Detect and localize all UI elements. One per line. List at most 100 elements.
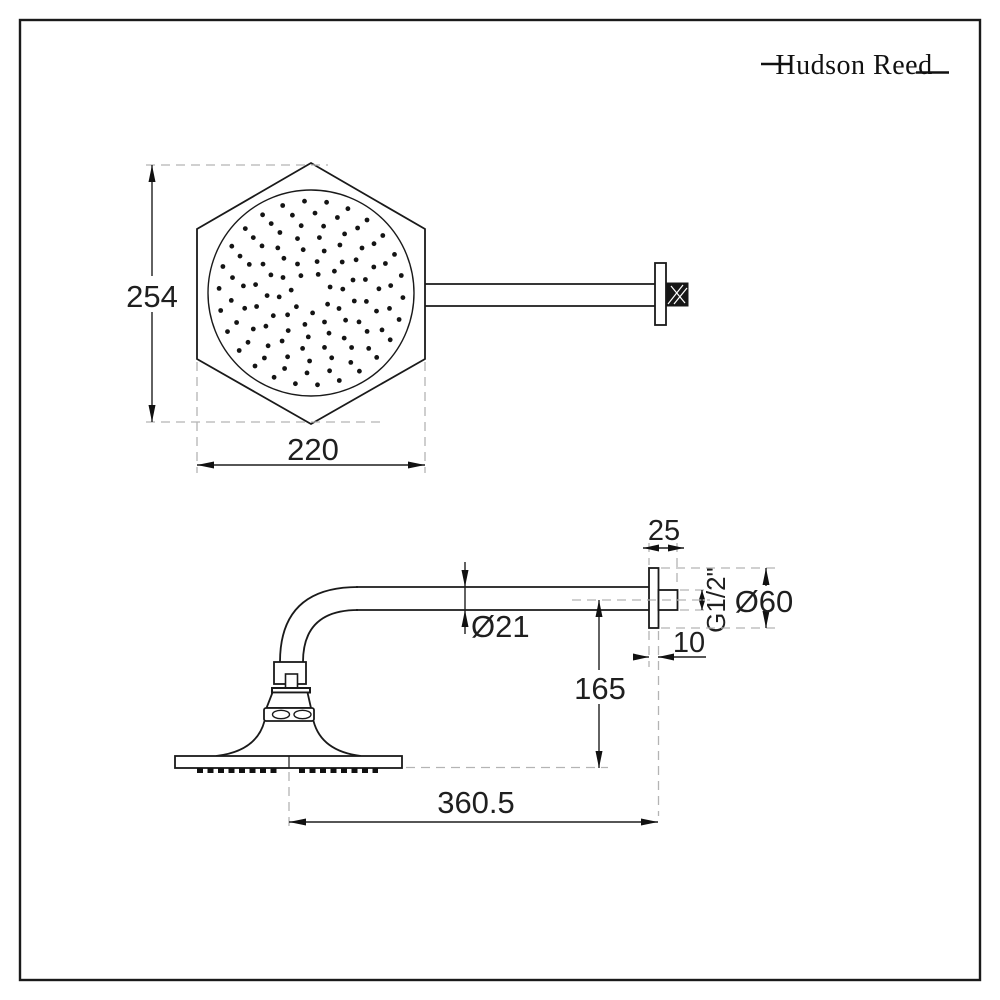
spray-hole — [380, 233, 386, 238]
dimension-label-arm-reach: 360.5 — [437, 785, 515, 820]
spray-hole — [270, 313, 276, 319]
dimension-label-height: 254 — [126, 279, 178, 314]
spray-hole — [242, 226, 248, 232]
brand-name: Hudson Reed — [775, 50, 932, 81]
spray-hole — [268, 221, 274, 227]
arrowhead-down — [461, 570, 469, 587]
spray-hole — [271, 374, 277, 380]
bell-curve-left — [215, 720, 266, 757]
spray-hole — [342, 231, 347, 237]
dimension-label-wall-projection: 25 — [648, 515, 680, 547]
dimension-label-thread-size: G1/2" — [701, 567, 731, 633]
spray-hole — [230, 275, 235, 280]
connector-tab — [284, 673, 299, 689]
spray-hole — [279, 338, 285, 344]
swivel-ring-hole-right — [293, 709, 312, 720]
arrowhead-right — [641, 818, 658, 826]
spray-hole — [379, 327, 385, 333]
thread-hatch — [670, 285, 686, 304]
spray-hole — [326, 330, 332, 336]
spray-hole — [288, 287, 294, 293]
spray-hole — [264, 293, 270, 298]
spray-face-circle — [207, 189, 415, 397]
spray-hole — [228, 298, 234, 303]
spray-hole — [298, 273, 304, 279]
drawing-border — [18, 18, 982, 982]
arrowhead-down — [148, 405, 156, 422]
spray-hole — [345, 206, 351, 212]
spray-hole — [300, 346, 305, 351]
arrowhead-up — [699, 590, 705, 600]
spray-hole — [322, 345, 327, 350]
spray-hole — [317, 235, 322, 241]
spray-hole — [324, 199, 329, 205]
spray-hole — [364, 329, 370, 334]
spray-hole — [236, 348, 242, 353]
dimension-label-head-drop: 165 — [574, 671, 626, 706]
spray-hole — [252, 363, 258, 369]
spray-hole — [355, 225, 360, 231]
spray-hole — [285, 354, 290, 360]
spray-hole — [276, 294, 282, 300]
spray-hole — [241, 283, 246, 289]
spray-hole — [315, 272, 321, 277]
arrowhead-down — [762, 611, 770, 628]
arrowhead-down — [699, 600, 705, 610]
spray-hole — [363, 277, 368, 282]
spray-hole — [295, 236, 300, 242]
spray-hole — [322, 319, 327, 325]
spray-hole — [265, 343, 271, 349]
spray-hole — [388, 283, 394, 288]
dimension-wall-projection: 25 — [643, 515, 684, 587]
bell-curve-right — [312, 720, 362, 757]
spray-hole — [349, 345, 354, 350]
dimension-label-width: 220 — [287, 432, 339, 467]
dimension-thread-size: G1/2" — [680, 567, 731, 633]
spray-hole — [220, 264, 226, 269]
spray-hole — [374, 355, 380, 360]
spray-hole — [371, 264, 377, 270]
spray-hole — [293, 381, 298, 387]
spray-hole — [253, 282, 258, 287]
spray-hole — [246, 262, 252, 267]
arrowhead-left — [289, 818, 306, 826]
spray-hole — [383, 261, 388, 266]
spray-hole — [364, 299, 369, 304]
spray-hole — [275, 245, 281, 251]
spray-hole — [237, 253, 243, 259]
spray-hole — [348, 360, 354, 365]
spray-hole — [400, 295, 406, 300]
spray-hole — [294, 304, 299, 310]
spray-hole — [350, 277, 356, 283]
spray-hole — [398, 273, 404, 278]
wall-flange-plan — [654, 262, 667, 326]
spray-hole — [336, 306, 342, 311]
spray-hole — [260, 212, 265, 218]
spray-hole — [310, 310, 315, 316]
spray-hole — [356, 319, 362, 325]
dimension-arm-diameter: Ø21 — [461, 562, 530, 644]
wall-flange-side — [648, 567, 660, 629]
spray-hole — [371, 241, 377, 247]
arrowhead-down — [595, 751, 603, 768]
brand-logo: Hudson Reed — [761, 50, 949, 81]
spray-hole — [336, 378, 342, 383]
arrowhead-up — [461, 610, 469, 627]
spray-hole — [305, 334, 311, 340]
dimension-flange-diameter: Ø60 — [661, 567, 793, 629]
side-view: Ø21 25 G1/2" Ø60 — [174, 515, 793, 828]
spray-holes — [216, 198, 406, 388]
swivel-ring-hole-left — [271, 709, 291, 720]
spray-hole — [321, 248, 327, 254]
spray-hole — [376, 286, 382, 292]
spray-hole — [259, 243, 265, 249]
spray-hole — [339, 259, 345, 265]
spray-hole — [304, 370, 310, 376]
spray-hole — [351, 298, 357, 304]
spray-hole — [302, 322, 308, 327]
spray-hole — [242, 305, 248, 311]
spray-hole — [337, 242, 343, 248]
spray-hole — [357, 368, 362, 374]
